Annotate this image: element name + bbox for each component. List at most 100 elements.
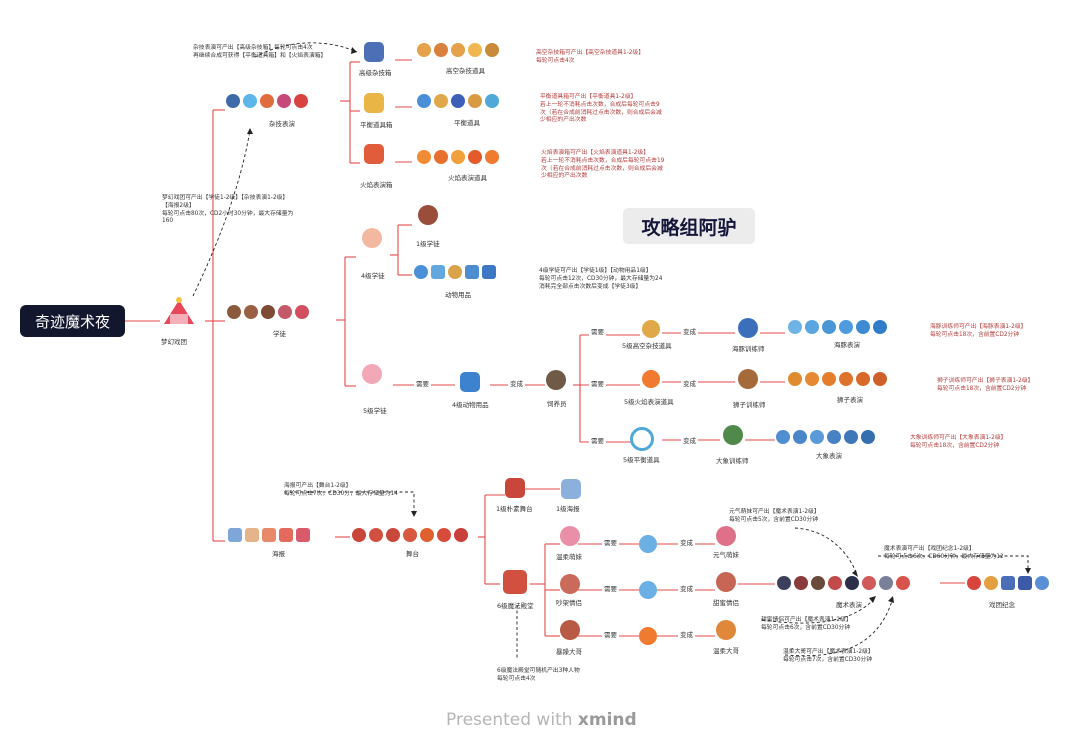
elephant-show-icons: [776, 430, 875, 444]
root-title: 奇迹魔术夜: [34, 312, 110, 331]
lv1-apprentice-label: 1级学徒: [416, 240, 440, 248]
lv6-palace-label: 6级魔法殿堂: [497, 602, 534, 610]
footer-prefix: Presented with: [446, 710, 573, 730]
lv5-high-acro-label: 5级高空杂技道具: [622, 342, 672, 350]
elephant-icon: [861, 430, 875, 444]
apprentice-icon: [244, 305, 258, 319]
lion-show-label: 狮子表演: [837, 396, 863, 404]
stage-icon: [369, 528, 383, 542]
torch-icon: [417, 150, 431, 164]
footer-credit: Presented with xmind: [446, 710, 637, 730]
root-node[interactable]: 奇迹魔术夜: [20, 305, 125, 337]
magic-show-icons: [777, 576, 910, 590]
skittle-icon: [417, 94, 431, 108]
keeper-icon: [546, 370, 566, 390]
poster-icon: [296, 528, 310, 542]
torch-icon: [434, 150, 448, 164]
ring-icon: [485, 94, 499, 108]
become-label: 变成: [681, 380, 698, 389]
shy-couple-label: 吵架情侣: [556, 599, 582, 607]
fire-props-label: 火焰表演道具: [448, 174, 487, 182]
dolphin-trainer-label: 海豚训练师: [732, 345, 765, 353]
need-label: 需要: [602, 585, 619, 594]
grumpy-bro-label: 暴躁大哥: [556, 648, 582, 656]
fire-icon: [468, 150, 482, 164]
bag-icon: [482, 265, 496, 279]
lv5-apprentice-icon: [362, 364, 382, 384]
gift-icon: [639, 581, 657, 599]
bar-icon: [485, 43, 499, 57]
poster-label: 海报: [272, 550, 285, 558]
lv1-stage-label: 1级朴素舞台: [496, 505, 533, 513]
sweet-couple-icon: [716, 572, 736, 592]
watermark-text: 攻略组阿驴: [623, 208, 755, 244]
lv1-apprentice-icon: [418, 205, 438, 225]
poster-note: 海报可产出【舞台1-2级】每轮可点击7次，CD30分，最大存储量为14: [284, 483, 398, 497]
magician-icon: [845, 576, 859, 590]
yuanqi-note: 元气萌妹可产出【魔术表演1-2级】每轮可点击5次，含前置CD30分钟: [729, 509, 820, 523]
balance-props-label: 平衡道具: [454, 119, 480, 127]
high-acro-props-icons: [417, 43, 499, 57]
fire-props-icons: [417, 150, 499, 164]
ball-icon: [451, 94, 465, 108]
sweet-note: 甜蜜情侣可产出【魔术表演1-2级】每轮可点击6次，含前置CD30分钟: [761, 617, 852, 631]
magician-icon: [811, 576, 825, 590]
apprentice-icon: [295, 305, 309, 319]
dolphin-icon: [856, 320, 870, 334]
need-label: 需要: [589, 328, 606, 337]
wenrou-sister-icon: [560, 526, 580, 546]
dolphin-show-icons: [788, 320, 887, 334]
elephant-icon: [810, 430, 824, 444]
elephant-icon: [827, 430, 841, 444]
balance-box-label: 平衡道具箱: [360, 121, 393, 129]
become-label: 变成: [681, 328, 698, 337]
lion-icon: [873, 372, 887, 386]
need-label: 需要: [602, 631, 619, 640]
lv5-apprentice-label: 5级学徒: [363, 407, 387, 415]
acrobat-top-note: 杂技表演可产出【高级杂技箱】每轮可点击4次再继续合成可获得【平衡道具箱】和【火焰…: [193, 45, 327, 59]
yuanqi-sister-icon: [716, 526, 736, 546]
high-acro-note: 高空杂技箱可产出【高空杂技道具1-2级】每轮可点击4次: [536, 50, 645, 64]
become-label: 变成: [508, 380, 525, 389]
poster-icon: [228, 528, 242, 542]
souvenir-label: 戏团纪念: [989, 601, 1015, 609]
high-acro-box-icon: [364, 42, 384, 62]
poster-icons: [228, 528, 310, 542]
dolphin-show-label: 海豚表演: [834, 341, 860, 349]
stage-icon: [352, 528, 366, 542]
bag-icon: [431, 265, 445, 279]
elephant-trainer-label: 大象训练师: [716, 457, 749, 465]
lv5-fire-label: 5级火焰表演道具: [624, 398, 674, 406]
bag-icon: [465, 265, 479, 279]
lv1-poster-icon: [561, 479, 581, 499]
lv5-balance-icon: [630, 427, 654, 451]
lion-icon: [856, 372, 870, 386]
gentle-note: 温柔大哥可产出【魔术表演1-2级】每轮可点击7次，含前置CD30分钟: [783, 649, 874, 663]
balance-props-icons: [417, 94, 499, 108]
magic-show-label: 魔术表演: [836, 601, 862, 609]
apprentice-label: 学徒: [273, 330, 286, 338]
souvenir-icon: [1001, 576, 1015, 590]
lion-note: 狮子训练师可产出【狮子表演1-2级】每轮可点击18次，含前置CD2分钟: [937, 378, 1034, 392]
need-label: 需要: [414, 380, 431, 389]
poster-icon: [262, 528, 276, 542]
dolphin-note: 海豚训练师可产出【海豚表演1-2级】每轮可点击18次，含前置CD2分钟: [930, 324, 1027, 338]
souvenir-icon: [984, 576, 998, 590]
dolphin-icon: [805, 320, 819, 334]
animal-supplies-label: 动物用品: [445, 291, 471, 299]
lv1-stage-icon: [505, 478, 525, 498]
grumpy-bro-icon: [560, 620, 580, 640]
acrobat-icon: [277, 94, 291, 108]
stage-icon: [454, 528, 468, 542]
lv6-palace-icon: [503, 570, 527, 594]
elephant-trainer-icon: [723, 425, 743, 445]
acrobat-show-icons: [226, 94, 308, 108]
lv4-apprentice-note: 4级学徒可产出【学徒1级】【动物用品1级】每轮可点击12次，CD30分钟，最大存…: [539, 268, 663, 290]
elephant-icon: [776, 430, 790, 444]
dolphin-icon: [873, 320, 887, 334]
dolphin-trainer-icon: [738, 318, 758, 338]
apprentice-icon: [261, 305, 275, 319]
apprentice-icon: [227, 305, 241, 319]
magician-icon: [794, 576, 808, 590]
